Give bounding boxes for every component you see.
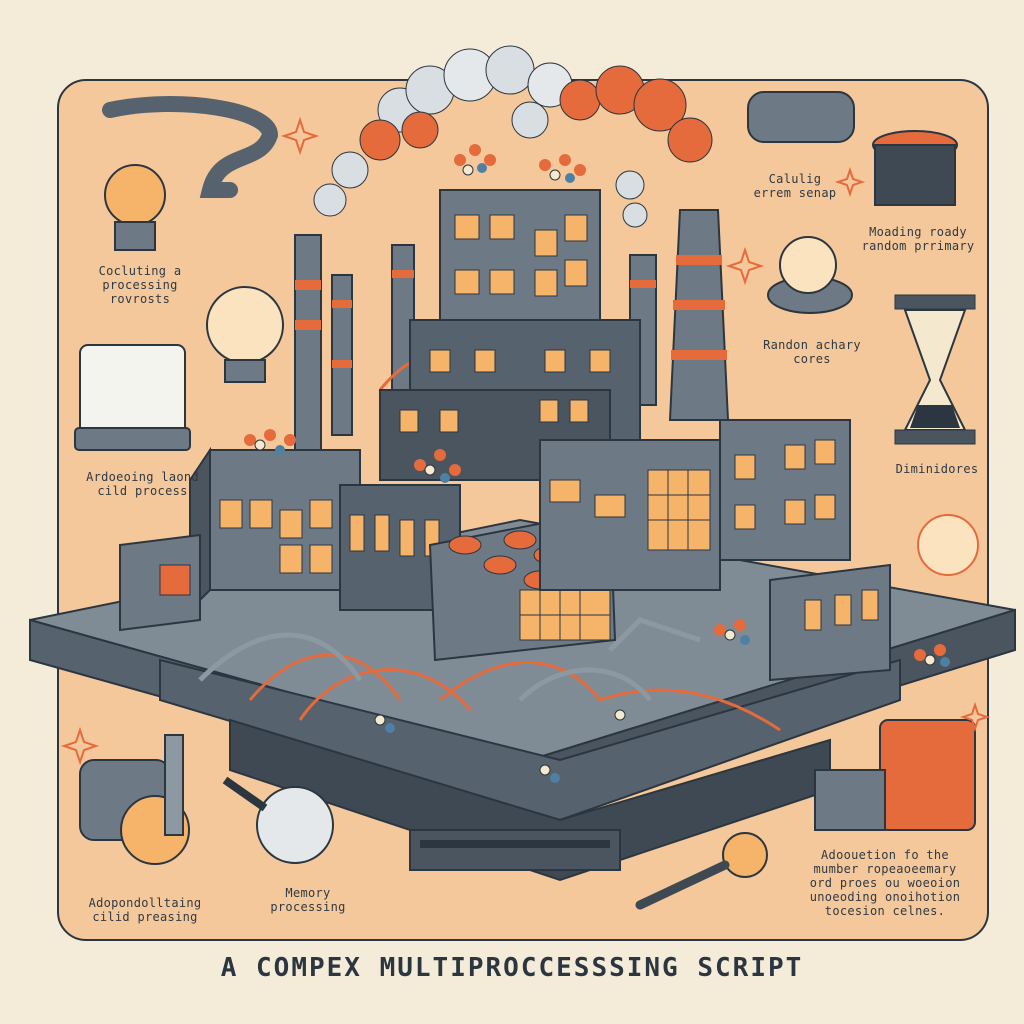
label-calculating-processing: Cocluting a processing rovrosts [98, 264, 182, 306]
label-moading-ready: Moading roady random prrimary [861, 225, 975, 253]
smoke-clouds [313, 45, 713, 228]
sparkles [60, 116, 991, 766]
left-decorations [74, 96, 334, 865]
label-random-achary: Randon achary cores [763, 338, 861, 366]
label-adopondolltaing: Adopondolltaing cilid preasing [88, 896, 202, 924]
label-arrogging-loaned: Ardoeoing laond cild process [86, 470, 199, 498]
process-clusters [244, 144, 950, 783]
label-memory-processing: Memory processing [270, 886, 346, 914]
right-buildings [119, 419, 891, 682]
label-caluling-events: Calulig errem senap [753, 172, 837, 200]
label-diminidores: Diminidores [895, 462, 979, 476]
label-adouation: Adoouetion fo the mumber ropeaoeemary or… [809, 848, 961, 918]
chimneys [294, 209, 730, 456]
right-decorations [635, 91, 979, 910]
page-title: A COMPEX MULTIPROCCESSSING SCRIPT [220, 953, 804, 983]
